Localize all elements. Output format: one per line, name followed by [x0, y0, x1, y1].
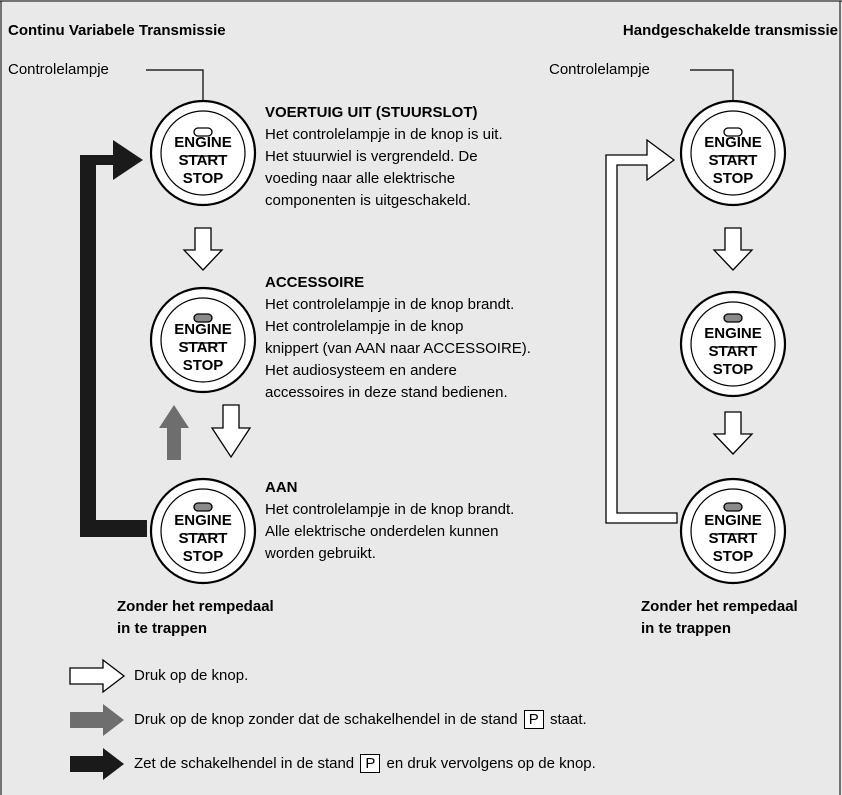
white-down-arrow — [712, 227, 754, 271]
button-text: ENGINE START STOP — [704, 325, 762, 378]
button-text: ENGINE START STOP — [704, 134, 762, 187]
engine-start-stop-button — [149, 99, 257, 207]
p-key-box: P — [523, 710, 544, 729]
mode-on-title: AAN — [265, 479, 298, 496]
legend-white-text: Druk op de knop. — [134, 667, 249, 684]
engine-start-stop-button — [679, 99, 787, 207]
legend-black-text: Zet de schakelhendel in de stand P en dr… — [134, 754, 596, 773]
engine-start-stop-button — [679, 477, 787, 585]
engine-start-stop-button — [679, 290, 787, 398]
mode-on-description: AAN Het controlelampje in de knop brandt… — [265, 479, 515, 562]
indicator-label-left: Controlelampje — [8, 61, 109, 78]
engine-start-stop-button — [149, 477, 257, 585]
heading-manual: Handgeschakelde transmissie — [622, 22, 838, 39]
engine-start-stop-button — [149, 286, 257, 394]
gray-up-arrow — [159, 405, 189, 460]
legend-gray-arrow — [70, 704, 124, 736]
black-loop-arrow — [80, 140, 147, 537]
button-text: ENGINE START STOP — [174, 512, 232, 565]
button-text: ENGINE START STOP — [704, 512, 762, 565]
mode-off-description: VOERTUIG UIT (STUURSLOT) Het controlelam… — [265, 104, 503, 209]
button-text: ENGINE START STOP — [174, 321, 232, 374]
footnote-left: Zonder het rempedaal in te trappen — [117, 598, 274, 637]
white-down-arrow — [182, 227, 224, 271]
footnote-right: Zonder het rempedaal in te trappen — [641, 598, 798, 637]
button-text: ENGINE START STOP — [174, 134, 232, 187]
legend-gray-text: Druk op de knop zonder dat de schakelhen… — [134, 710, 587, 729]
white-down-arrow — [210, 404, 252, 459]
heading-cvt: Continu Variabele Transmissie — [8, 22, 226, 39]
mode-accessory-description: ACCESSOIRE Het controlelampje in de knop… — [265, 274, 531, 401]
legend-black-arrow — [70, 748, 124, 780]
white-down-arrow — [712, 411, 754, 455]
mode-accessory-title: ACCESSOIRE — [265, 274, 365, 291]
legend-white-arrow — [69, 658, 126, 694]
mode-off-title: VOERTUIG UIT (STUURSLOT) — [265, 104, 478, 121]
p-key-box: P — [360, 754, 381, 773]
indicator-label-right: Controlelampje — [549, 61, 650, 78]
white-loop-arrow — [605, 138, 678, 524]
